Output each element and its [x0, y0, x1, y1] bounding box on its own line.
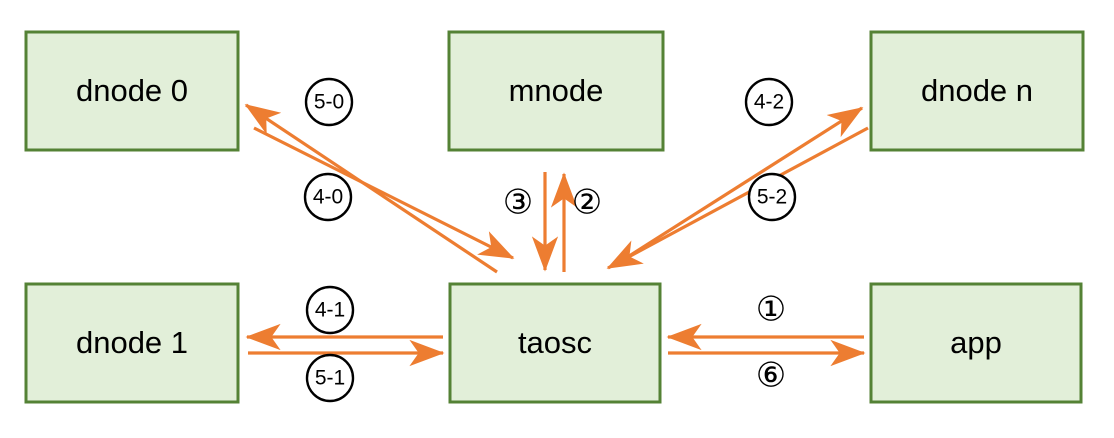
badge-circle: [744, 77, 794, 127]
badge-4-2: 4-2: [744, 77, 794, 127]
badge-1: ①: [756, 290, 786, 330]
node-mnode[interactable]: mnode: [447, 30, 665, 152]
arrow-4-0: [253, 126, 515, 260]
badge-label: 4-1: [315, 299, 345, 322]
badge-label: 5-2: [757, 186, 787, 209]
node-dnode1[interactable]: dnode 1: [24, 282, 240, 404]
node-label: dnode 0: [76, 73, 188, 108]
badge-2: ②: [572, 183, 602, 223]
badge-circle: [747, 172, 797, 222]
node-box: [448, 282, 662, 404]
badge-label: 5-0: [314, 91, 344, 114]
arrow-5-2: [606, 126, 869, 270]
node-label: mnode: [509, 73, 604, 108]
badge-5-0: 5-0: [304, 77, 354, 127]
badge-4-0: 4-0: [303, 172, 353, 222]
node-label: dnode 1: [76, 325, 188, 360]
node-dnode0[interactable]: dnode 0: [24, 30, 240, 152]
badge-5-1: 5-1: [305, 353, 355, 403]
node-label: dnode n: [921, 73, 1033, 108]
badge-4-1: 4-1: [305, 285, 355, 335]
badge-5-2: 5-2: [747, 172, 797, 222]
node-dnoden[interactable]: dnode n: [869, 30, 1085, 152]
node-box: [447, 30, 665, 152]
badge-label: 4-0: [313, 186, 343, 209]
badge-label: 5-1: [315, 367, 345, 390]
badge-3: ③: [503, 183, 533, 223]
badge-circle: [303, 172, 353, 222]
node-taosc[interactable]: taosc: [448, 282, 662, 404]
node-app[interactable]: app: [869, 282, 1083, 404]
node-box: [869, 30, 1085, 152]
arrow-4-2: [614, 106, 864, 267]
badge-circle: [305, 285, 355, 335]
badge-6: ⑥: [756, 356, 786, 396]
node-box: [869, 282, 1083, 404]
node-box: [24, 30, 240, 152]
node-label: taosc: [518, 325, 592, 360]
node-label: app: [950, 325, 1002, 360]
badge-label: 4-2: [754, 91, 784, 114]
node-box: [24, 282, 240, 404]
badge-circle: [304, 77, 354, 127]
badge-circle: [305, 353, 355, 403]
